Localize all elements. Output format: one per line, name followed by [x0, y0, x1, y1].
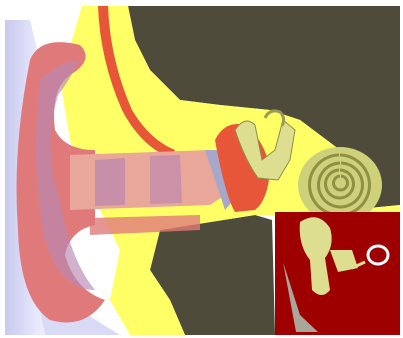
ear-canal	[70, 150, 225, 210]
inset-panel	[275, 212, 400, 335]
ear-canal-shading	[95, 158, 125, 206]
cochlea	[298, 147, 382, 223]
ear-canal-shading	[150, 155, 182, 204]
